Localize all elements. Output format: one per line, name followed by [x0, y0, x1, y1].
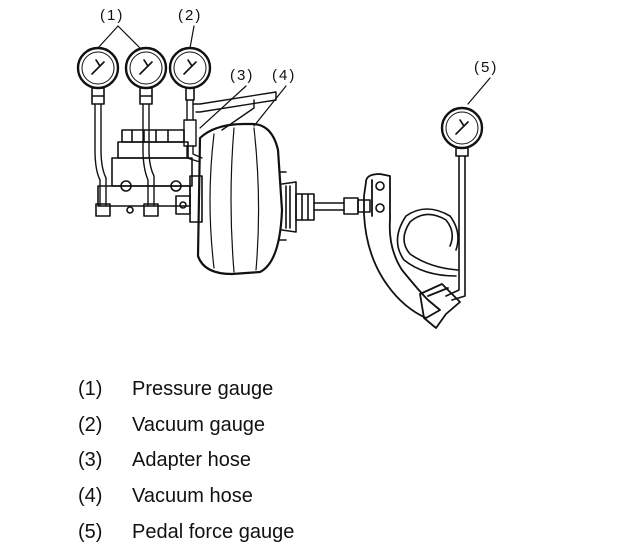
pedal-force-gauge	[396, 106, 484, 301]
callout-2: (2)	[178, 7, 202, 24]
legend-item-pedal-force-gauge: (5) Pedal force gauge	[78, 514, 294, 550]
legend-item-pressure-gauge: (1) Pressure gauge	[78, 372, 294, 408]
pressure-gauge-right	[124, 46, 168, 105]
leader-lines	[97, 25, 491, 129]
brake-booster-test-diagram: (1) (2) (3) (4) (5)	[76, 7, 498, 329]
legend-label: Vacuum gauge	[132, 413, 266, 436]
legend-number: (4)	[78, 485, 103, 508]
legend-number: (5)	[78, 520, 103, 543]
legend-label: Pedal force gauge	[132, 520, 295, 543]
vacuum-gauge	[168, 46, 212, 101]
legend: (1) Pressure gauge (2) Vacuum gauge (3) …	[78, 372, 294, 550]
push-rod	[313, 181, 385, 215]
legend-item-vacuum-hose: (4) Vacuum hose	[78, 479, 294, 515]
callout-4: (4)	[272, 67, 296, 84]
legend-item-vacuum-gauge: (2) Vacuum gauge	[78, 408, 294, 444]
legend-item-adapter-hose: (3) Adapter hose	[78, 443, 294, 479]
callout-1: (1)	[100, 7, 124, 24]
legend-label: Vacuum hose	[132, 485, 253, 508]
pressure-gauge-left	[76, 46, 120, 105]
pressure-gauge-hoses	[94, 103, 155, 207]
brake-booster	[189, 122, 315, 276]
legend-number: (1)	[78, 378, 103, 401]
legend-number: (2)	[78, 413, 103, 436]
legend-number: (3)	[78, 449, 103, 472]
legend-label: Adapter hose	[132, 449, 251, 472]
callout-3: (3)	[230, 67, 254, 84]
callout-5: (5)	[474, 59, 498, 76]
master-cylinder	[95, 129, 193, 217]
brake-pedal	[363, 173, 461, 329]
legend-label: Pressure gauge	[132, 378, 274, 401]
